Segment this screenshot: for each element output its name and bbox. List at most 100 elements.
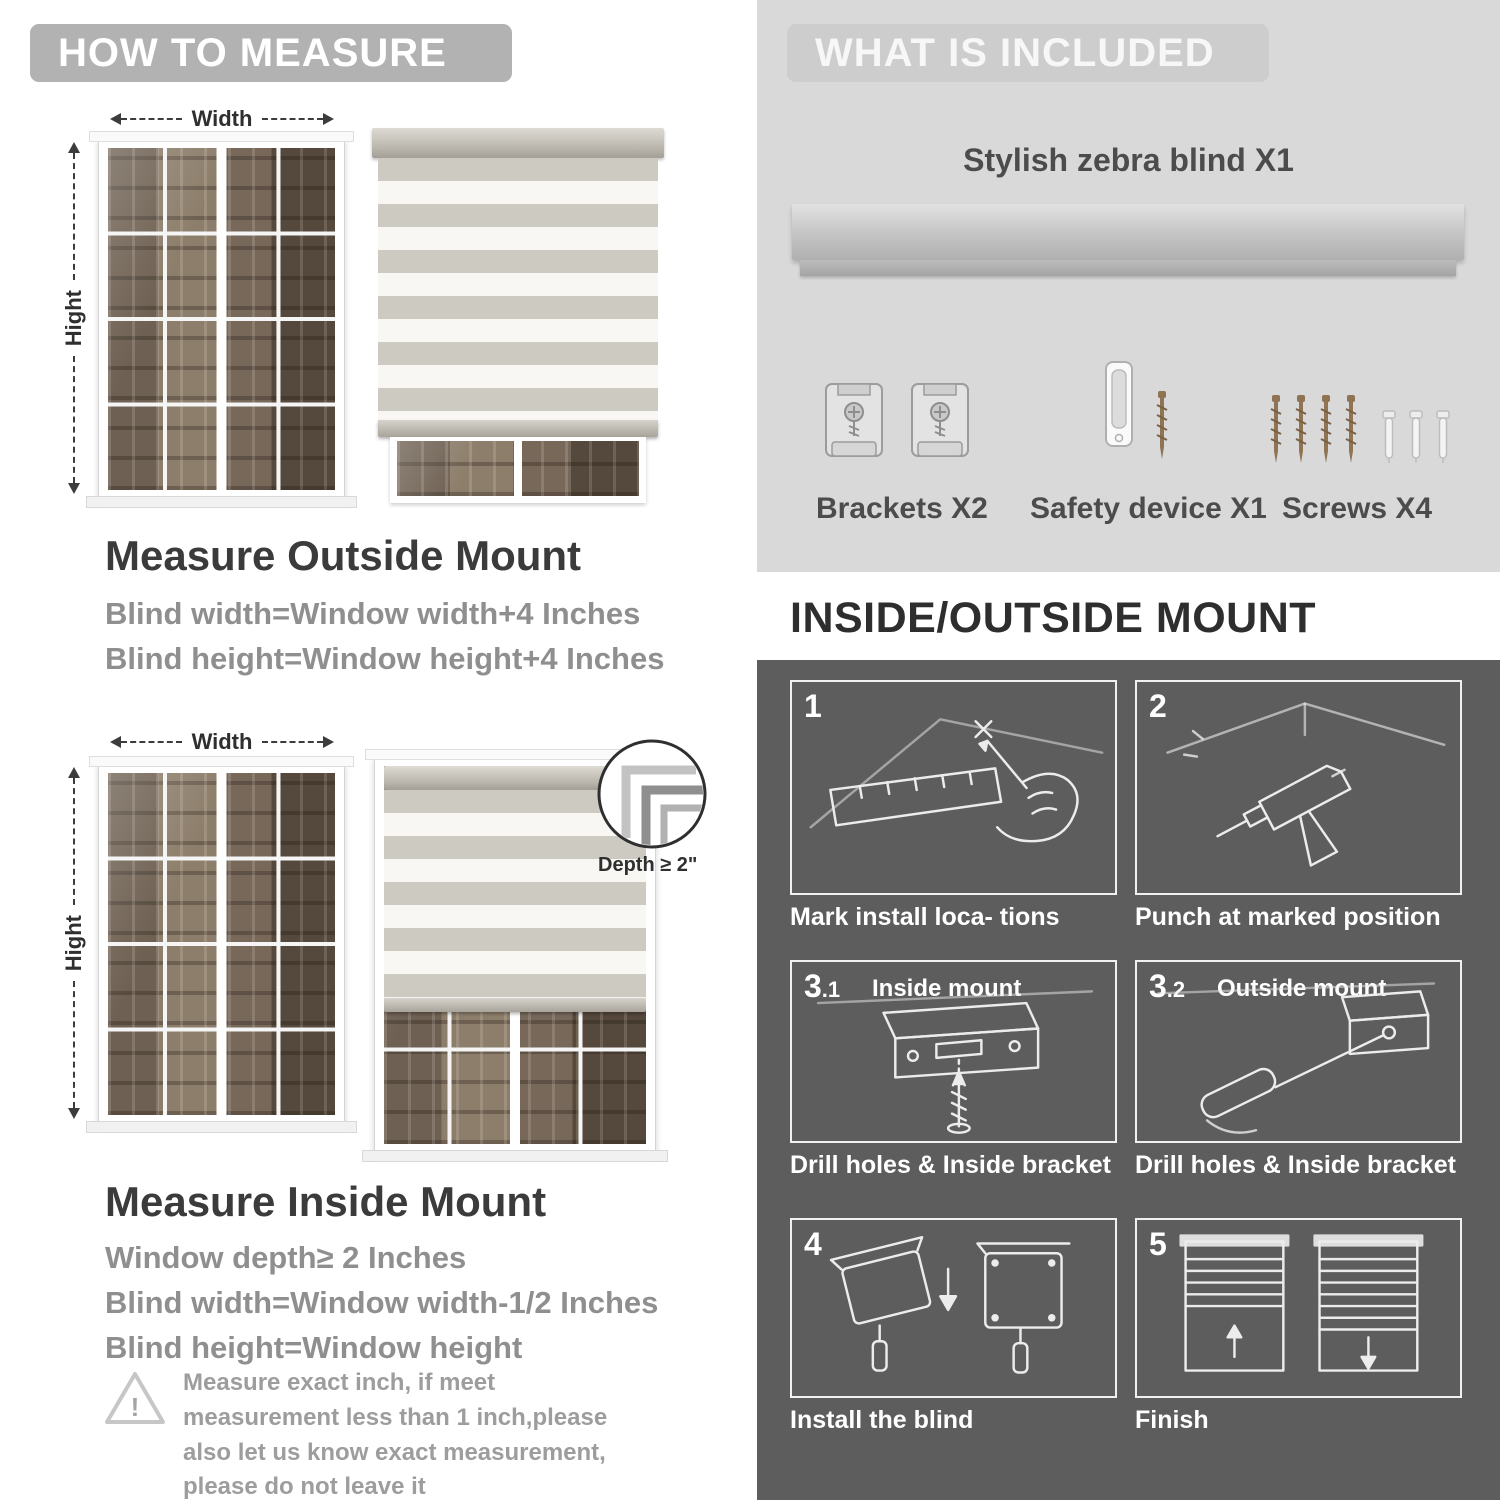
dashed-line — [73, 778, 75, 905]
step-caption-1: Mark install loca- tions — [790, 903, 1060, 931]
height-label: Hight — [61, 914, 86, 972]
depth-callout-circle — [596, 738, 708, 850]
outside-rule-width: Blind width=Window width+4 Inches — [105, 596, 641, 631]
arrow-right-icon — [323, 736, 335, 748]
inside-rule-width: Blind width=Window width-1/2 Inches — [105, 1285, 659, 1320]
window-panes — [108, 148, 335, 490]
safety-device-label: Safety device X1 — [1030, 492, 1267, 525]
wall-anchor-icon — [1409, 410, 1423, 463]
included-blind-label: Stylish zebra blind X1 — [963, 142, 1294, 178]
dashed-line — [262, 741, 324, 743]
step-box-5: 5 — [1135, 1218, 1462, 1398]
step-box-1: 1 — [790, 680, 1117, 895]
install-blind-illustration — [829, 1236, 1071, 1374]
window-grid — [108, 773, 335, 1115]
brackets-label: Brackets X2 — [816, 492, 988, 525]
height-label: Hight — [61, 289, 86, 347]
width-measurement-arrow: Width — [110, 106, 335, 132]
dashed-line — [73, 981, 75, 1109]
dashed-line — [262, 118, 324, 120]
arrow-down-icon — [68, 1108, 80, 1120]
window-illustration-outside — [86, 131, 357, 508]
window-panes — [108, 773, 335, 1115]
wall-anchor-icon — [1436, 410, 1450, 463]
bracket-icon — [911, 383, 969, 457]
wall-anchor-icon — [1382, 410, 1396, 463]
step-box-4: 4 — [790, 1218, 1117, 1398]
drill-illustration — [1166, 702, 1446, 867]
dashed-line — [121, 741, 182, 743]
dashed-line — [73, 356, 75, 484]
exclamation-mark: ! — [131, 1392, 140, 1422]
inside-mount-title: Measure Inside Mount — [105, 1178, 547, 1225]
screws-label: Screws X4 — [1282, 492, 1433, 525]
step-caption-5: Finish — [1135, 1406, 1209, 1434]
section-title-how-to-measure: HOW TO MEASURE — [30, 24, 512, 82]
step-number: 3.1 — [804, 968, 841, 1004]
blind-bottom-rail — [384, 998, 646, 1012]
arrow-up-icon — [68, 142, 80, 153]
width-label: Width — [191, 106, 253, 131]
mount-steps-panel: 1 Mark install loca- tions 2 — [757, 660, 1500, 1500]
window-grid — [108, 148, 335, 490]
finish-illustration — [1179, 1234, 1424, 1372]
warning-triangle-icon: ! — [105, 1372, 165, 1424]
step-box-3-1: 3.1 Inside mount — [790, 960, 1117, 1143]
step-caption-4: Install the blind — [790, 1406, 974, 1434]
inside-bracket-illustration — [816, 990, 1094, 1134]
arrow-down-icon — [68, 483, 80, 495]
height-measurement-arrow: Hight — [60, 767, 88, 1120]
step-number: 5 — [1149, 1226, 1167, 1262]
screw-icon — [1320, 395, 1332, 463]
bracket-icon — [825, 383, 883, 457]
step-box-3-2: 3.2 Outside mount — [1135, 960, 1462, 1143]
zebra-blind-outside-figure — [372, 128, 664, 508]
screw-icon — [1270, 395, 1282, 463]
blind-fabric — [384, 790, 646, 998]
dashed-line — [121, 118, 182, 120]
inside-rule-depth: Window depth≥ 2 Inches — [105, 1240, 467, 1275]
screw-icon — [1295, 395, 1307, 463]
arrow-left-icon — [110, 736, 121, 748]
arrow-right-icon — [323, 113, 335, 125]
blind-fabric — [378, 158, 658, 420]
window-mullion — [514, 441, 522, 496]
section-title-mount: INSIDE/OUTSIDE MOUNT — [790, 594, 1317, 642]
screws-illustration — [1268, 392, 1452, 466]
blind-cassette — [372, 128, 664, 158]
safety-device-icon — [1105, 361, 1133, 447]
dashed-line — [73, 153, 75, 280]
step-number: 4 — [804, 1226, 822, 1262]
window-panes — [384, 766, 646, 1144]
width-measurement-arrow: Width — [110, 729, 335, 755]
window-bottom-strip — [390, 437, 646, 503]
outside-bracket-illustration — [1156, 982, 1436, 1134]
screw-icon — [1345, 395, 1357, 463]
arrow-up-icon — [68, 767, 80, 778]
zebra-blind-headrail-illustration — [792, 204, 1464, 276]
outside-mount-title: Measure Outside Mount — [105, 532, 582, 579]
depth-label: Depth ≥ 2" — [598, 854, 698, 876]
width-label: Width — [191, 729, 253, 754]
step-caption-2: Punch at marked position — [1135, 903, 1441, 931]
blind-bottom-rail — [378, 420, 658, 437]
safety-device-illustration — [1096, 352, 1170, 464]
window-illustration-inside-left — [86, 756, 357, 1133]
brackets-illustration — [818, 378, 976, 464]
arrow-left-icon — [110, 113, 121, 125]
step-caption-3-2: Drill holes & Inside bracket — [1135, 1151, 1456, 1179]
mark-locations-illustration — [809, 718, 1104, 843]
step-box-2: 2 — [1135, 680, 1462, 895]
included-panel — [757, 0, 1500, 572]
outside-rule-height: Blind height=Window height+4 Inches — [105, 641, 665, 676]
step-number: 1 — [804, 688, 822, 724]
inside-rule-height: Blind height=Window height — [105, 1330, 523, 1365]
magnified-corner-icon — [597, 739, 707, 849]
step-number: 3.2 — [1149, 968, 1186, 1004]
step-caption-3-1: Drill holes & Inside bracket — [790, 1151, 1111, 1179]
section-title-what-is-included: WHAT IS INCLUDED — [787, 24, 1269, 82]
height-measurement-arrow: Hight — [60, 142, 88, 495]
step-number: 2 — [1149, 688, 1167, 724]
measurement-note: Measure exact inch, if meet measurement … — [183, 1369, 608, 1500]
